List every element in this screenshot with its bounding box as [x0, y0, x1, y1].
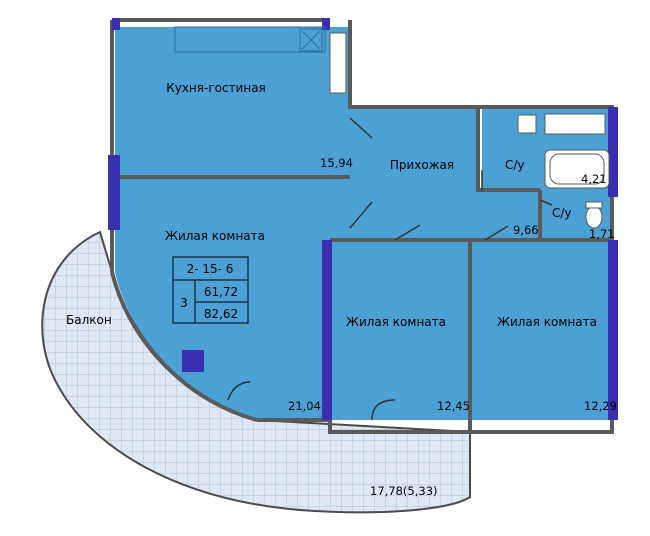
washbasin-icon — [517, 114, 537, 134]
window-right-top — [608, 107, 618, 197]
balcony-marker — [182, 350, 204, 372]
apartment-info-table: 2- 15- 6 3 61,72 82,62 — [172, 256, 249, 324]
hallway-area: 9,66 — [513, 223, 539, 237]
bathroom-fixtures — [517, 113, 610, 229]
bathroom1-name: С/у — [505, 158, 525, 172]
bathroom2-area: 1,71 — [589, 227, 615, 241]
door-swing-bath2 — [539, 199, 553, 206]
kitchen-top-strip — [115, 27, 325, 52]
window-right-bottom — [608, 240, 618, 420]
fridge-icon — [329, 32, 347, 94]
door-swing-hall — [349, 117, 373, 139]
door-swing-living2 — [394, 224, 421, 241]
toilet-icon — [585, 205, 603, 229]
balcony-door-arc — [227, 381, 251, 401]
living-room-3-fill — [470, 240, 612, 420]
living-room-3-area: 12,29 — [584, 399, 617, 413]
walls — [110, 18, 614, 434]
window-left — [108, 155, 120, 230]
bathroom2-name: С/у — [552, 206, 572, 220]
counter — [174, 26, 326, 53]
hallway-fill — [330, 107, 540, 240]
doors — [227, 117, 553, 421]
kitchen-area: 15,94 — [320, 156, 353, 170]
living-room-1-name: Жилая комната — [165, 229, 265, 243]
rooms-count: 3 — [180, 296, 188, 310]
living-room-2-area: 12,45 — [437, 399, 470, 413]
hallway-name: Прихожая — [390, 158, 454, 172]
door-swing-living3 — [484, 225, 509, 241]
balcony-name: Балкон — [66, 313, 112, 327]
window-top-left — [112, 18, 120, 30]
door-swing-living1 — [349, 201, 373, 229]
balcony-area: 17,78(5,33) — [370, 484, 438, 498]
living-room-1-area: 21,04 — [288, 399, 321, 413]
kitchen-fixtures — [174, 26, 347, 94]
apartment-code: 2- 15- 6 — [187, 262, 234, 276]
window-top-right — [322, 18, 330, 30]
living2-balcony-door — [371, 399, 396, 421]
total-area: 82,62 — [204, 307, 238, 321]
sink-icon — [299, 28, 323, 52]
washer-icon — [544, 113, 606, 135]
kitchen-name: Кухня-гостиная — [166, 81, 266, 95]
bathroom1-area: 4,21 — [581, 172, 607, 186]
living-area: 61,72 — [204, 285, 238, 299]
bathtub-icon — [544, 149, 610, 189]
living-room-3-name: Жилая комната — [497, 315, 597, 329]
windows — [108, 18, 618, 420]
living-room-2-name: Жилая комната — [346, 315, 446, 329]
living-room-2-fill — [330, 240, 470, 420]
window-living-2 — [322, 240, 332, 420]
living-room-1-fill — [115, 177, 330, 420]
